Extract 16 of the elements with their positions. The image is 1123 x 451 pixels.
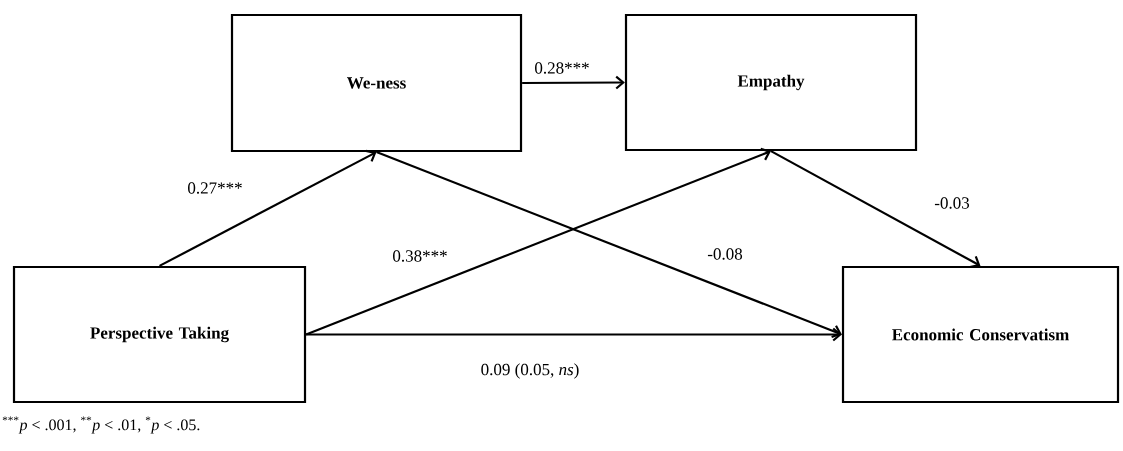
- variable-box: Perspective Taking: [12, 265, 307, 404]
- arrow: [770, 150, 981, 269]
- arrow: [522, 75, 625, 90]
- arrow: [376, 151, 842, 338]
- edge-label: -0.08: [706, 247, 744, 261]
- arrow: [305, 147, 771, 336]
- arrow: [159, 149, 377, 267]
- edge-label: 0.28***: [533, 61, 591, 75]
- arrow: [306, 327, 842, 342]
- edge-label: 0.38***: [391, 249, 449, 263]
- edge-label: 0.09 (0.05, ns): [479, 362, 581, 380]
- edge-label: 0.27***: [186, 181, 244, 195]
- variable-box: Empathy: [624, 13, 918, 152]
- variable-box: Economic Conservatism: [841, 265, 1120, 404]
- edge-label: -0.03: [933, 196, 971, 210]
- variable-box: We-ness: [230, 13, 523, 153]
